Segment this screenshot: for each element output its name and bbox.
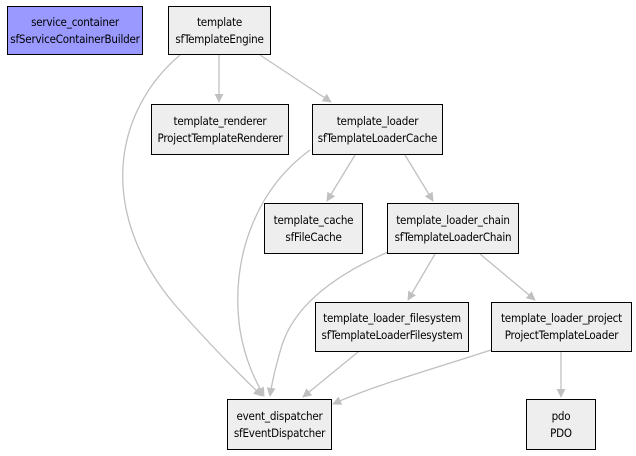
node-service-container[interactable]: service_container sfServiceContainerBuil… xyxy=(7,6,143,55)
node-template-class: sfTemplateEngine xyxy=(175,31,264,46)
edge-template-loader-to-event-dispatcher xyxy=(237,149,311,397)
node-event-dispatcher-class: sfEventDispatcher xyxy=(233,425,326,440)
node-template-loader-filesystem-class: sfTemplateLoaderFilesystem xyxy=(321,328,463,342)
node-template-loader-chain[interactable]: template_loader_chain sfTemplateLoaderCh… xyxy=(387,203,519,254)
edge-template-loader-to-template-loader-chain xyxy=(404,154,434,202)
edge-template-to-template-loader xyxy=(259,54,332,103)
node-template-loader[interactable]: template_loader sfTemplateLoaderCache xyxy=(312,104,443,155)
node-pdo-id: pdo xyxy=(551,408,571,423)
edge-project-to-event-dispatcher xyxy=(332,349,492,405)
node-event-dispatcher[interactable]: event_dispatcher sfEventDispatcher xyxy=(227,399,332,450)
node-template-loader-project[interactable]: template_loader_project ProjectTemplateL… xyxy=(491,302,632,352)
node-template-loader-class: sfTemplateLoaderCache xyxy=(317,130,438,145)
node-service-container-class: sfServiceContainerBuilder xyxy=(10,31,140,46)
node-service-container-id: service_container xyxy=(31,14,119,29)
node-template-cache[interactable]: template_cache sfFileCache xyxy=(264,203,363,254)
node-pdo-class: PDO xyxy=(550,425,572,440)
node-template-loader-filesystem[interactable]: template_loader_filesystem sfTemplateLoa… xyxy=(315,302,469,352)
node-template-cache-class: sfFileCache xyxy=(285,229,342,244)
node-template-loader-project-id: template_loader_project xyxy=(500,311,623,325)
edge-chain-to-filesystem xyxy=(407,253,436,301)
node-template[interactable]: template sfTemplateEngine xyxy=(168,6,271,55)
node-event-dispatcher-id: event_dispatcher xyxy=(236,408,323,423)
edge-chain-to-event-dispatcher xyxy=(266,251,389,397)
node-template-renderer-class: ProjectTemplateRenderer xyxy=(157,130,283,145)
node-template-renderer[interactable]: template_renderer ProjectTemplateRendere… xyxy=(151,104,289,155)
node-template-cache-id: template_cache xyxy=(273,212,354,227)
edge-template-to-event-dispatcher xyxy=(122,54,263,397)
node-template-renderer-id: template_renderer xyxy=(173,113,267,128)
node-template-loader-project-class: ProjectTemplateLoader xyxy=(504,328,619,342)
node-template-loader-id: template_loader xyxy=(336,113,419,128)
edge-template-loader-to-template-cache xyxy=(326,154,356,202)
node-template-loader-chain-class: sfTemplateLoaderChain xyxy=(394,229,512,244)
edge-chain-to-project xyxy=(479,253,536,301)
node-pdo[interactable]: pdo PDO xyxy=(526,399,596,450)
edge-filesystem-to-event-dispatcher xyxy=(302,351,359,398)
node-template-id: template xyxy=(196,14,243,29)
node-template-loader-filesystem-id: template_loader_filesystem xyxy=(323,311,461,325)
node-template-loader-chain-id: template_loader_chain xyxy=(396,212,510,227)
